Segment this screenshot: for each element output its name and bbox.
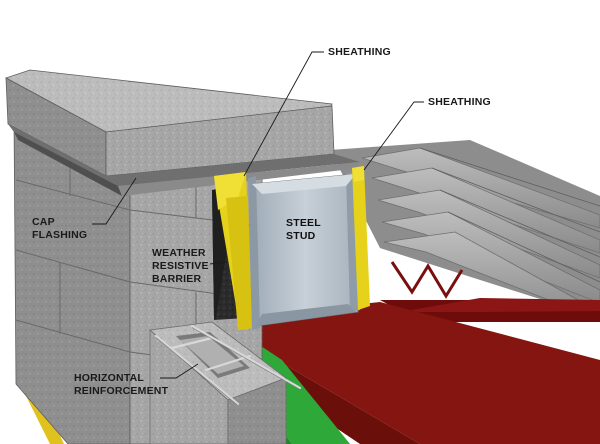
label-steel-stud-2: STUD xyxy=(286,230,316,242)
exterior-sheathing xyxy=(214,172,252,330)
label-sheathing-right: SHEATHING xyxy=(428,96,491,108)
joist-web xyxy=(390,261,464,299)
steel-stud xyxy=(248,172,360,330)
metal-roof-deck xyxy=(330,140,600,321)
horizontal-reinforcement xyxy=(154,324,302,406)
leader-lines xyxy=(92,51,424,379)
label-weather-barrier-3: BARRIER xyxy=(152,273,201,285)
concrete-cap xyxy=(4,69,335,177)
label-cap-flashing-1: CAP xyxy=(32,216,55,228)
label-horizontal-reinforcement-2: REINFORCEMENT xyxy=(74,385,169,397)
label-sheathing-top: SHEATHING xyxy=(328,46,391,58)
label-weather-barrier-1: WEATHER xyxy=(152,247,206,259)
interior-sheathing xyxy=(352,166,370,310)
label-weather-barrier-2: RESISTIVE xyxy=(152,260,209,272)
label-steel-stud-1: STEEL xyxy=(286,217,321,229)
label-cap-flashing-2: FLASHING xyxy=(32,229,87,241)
label-horizontal-reinforcement-1: HORIZONTAL xyxy=(74,372,144,384)
